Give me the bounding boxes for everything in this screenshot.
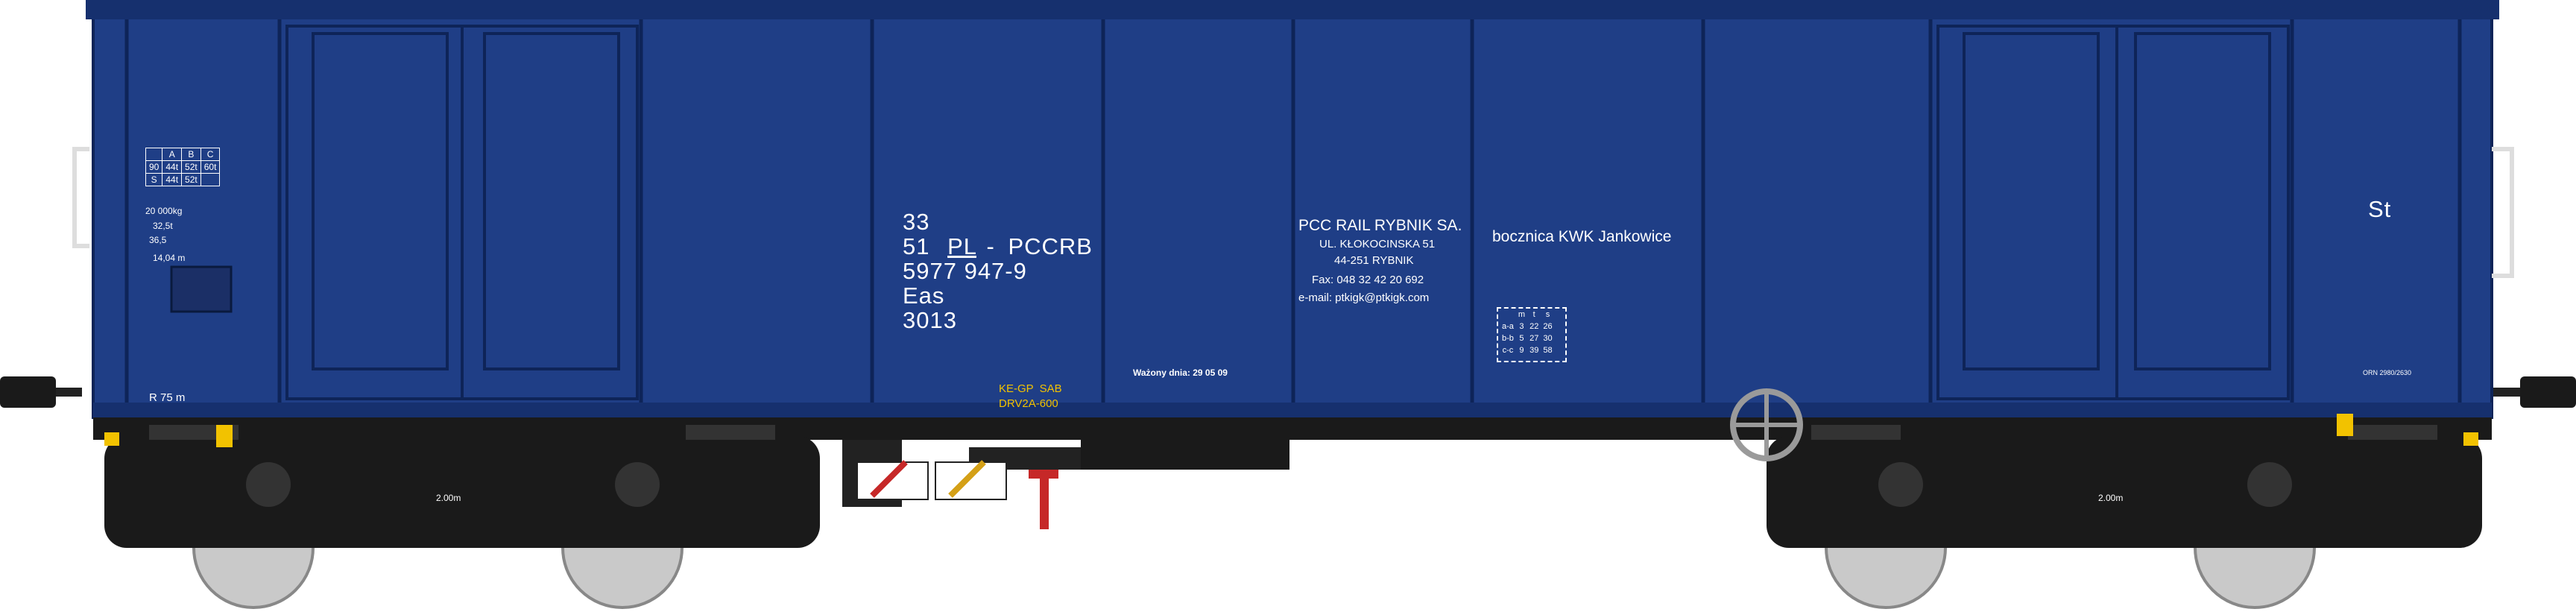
dim-cell: c-c (1502, 346, 1514, 355)
small-code: ORN 2980/2630 (2363, 369, 2412, 376)
dim-cell: 22 (1530, 322, 1539, 331)
bottom-rail (93, 403, 2492, 417)
dimension-table: m t s a-a 3 22 26 b-b 5 27 30 c-c 9 39 5… (1500, 309, 1555, 356)
reporting-mark-line4: Eas (903, 283, 945, 309)
load-table-cell: 44t (162, 160, 183, 174)
left-lifting-marker (216, 425, 233, 447)
load-table-cell: S (145, 173, 163, 186)
right-door (1936, 25, 2290, 400)
owner-fax: Fax: 048 32 42 20 692 (1312, 274, 1424, 286)
right-buffer (2520, 376, 2576, 408)
mark-separator: - (986, 233, 995, 259)
owner-name: PCC RAIL RYBNIK SA. (1298, 217, 1462, 234)
dim-cell: 39 (1530, 346, 1539, 355)
dim-cell: 58 (1543, 346, 1553, 355)
dim-cell: m (1518, 310, 1526, 319)
tare-weight: 20 000kg (145, 206, 183, 216)
keeper-code: PCCRB (1008, 233, 1093, 259)
owner-street: UL. KŁOKOCINSKA 51 (1319, 238, 1436, 250)
load-table-cell: 60t (200, 160, 221, 174)
load-table-cell (145, 148, 163, 161)
handbrake-wheel (1730, 388, 1803, 461)
curve-radius: R 75 m (149, 391, 186, 404)
left-yellow-marker (104, 432, 119, 446)
uic-code: 51 (903, 233, 930, 259)
left-buffer (0, 376, 56, 408)
load-table-cell: 44t (162, 173, 183, 186)
owner-city: 44-251 RYBNIK (1334, 254, 1414, 267)
dim-cell: t (1532, 310, 1535, 319)
left-door (285, 25, 639, 400)
country-code: PL (947, 233, 976, 259)
panel-dividers (124, 19, 2462, 403)
right-bogie-distance: 2.00m (2098, 493, 2124, 503)
load-table-cell (200, 173, 221, 186)
reporting-mark-line1: 33 (903, 209, 930, 235)
right-lifting-marker (2337, 414, 2353, 436)
right-mark: St (2368, 196, 2392, 222)
dim-cell (1500, 309, 1516, 321)
brake-regulator-code: SAB (1039, 382, 1062, 395)
dim-cell: s (1545, 310, 1550, 319)
grid-symbol (170, 265, 233, 313)
load-limit: 32,5t (153, 221, 173, 231)
top-rail (86, 0, 2499, 19)
load-table-cell: A (162, 148, 183, 161)
brake-valve: DRV2A-600 (999, 397, 1058, 410)
load-table-cell: 52t (181, 173, 201, 186)
brake-equipment (842, 417, 1513, 529)
left-handrail (72, 147, 89, 248)
right-handrail (2492, 147, 2514, 278)
dim-cell: b-b (1502, 334, 1514, 343)
left-bogie-distance: 2.00m (436, 493, 461, 503)
dimension-box (1497, 307, 1567, 362)
dim-cell: 30 (1543, 334, 1553, 343)
siding-name: bocznica KWK Jankowice (1492, 228, 1672, 245)
speed-mark: 36,5 (149, 235, 167, 245)
dim-cell: a-a (1502, 322, 1514, 331)
load-table-cell: 90 (145, 160, 163, 174)
reporting-mark-line3: 5977 947-9 (903, 258, 1027, 284)
right-yellow-marker (2463, 432, 2478, 446)
dim-cell: 26 (1543, 322, 1553, 331)
dim-cell: 5 (1519, 334, 1524, 343)
left-bogie (104, 425, 820, 609)
right-bogie (1767, 425, 2482, 609)
dim-cell: 3 (1519, 322, 1524, 331)
reporting-mark-line5: 3013 (903, 307, 957, 333)
weighed-date: Ważony dnia: 29 05 09 (1133, 367, 1228, 378)
dim-cell: 27 (1530, 334, 1539, 343)
brake-type-code: KE-GP (999, 382, 1034, 395)
owner-email: e-mail: ptkigk@ptkigk.com (1298, 291, 1430, 304)
load-table-cell: 52t (181, 160, 201, 174)
load-limit-table: A B C 90 44t 52t 60t S 44t 52t (145, 148, 221, 186)
reporting-mark-line2: 51 PL - PCCRB (903, 235, 1093, 258)
brake-type: KE-GP SAB (999, 383, 1062, 394)
load-table-cell: B (181, 148, 201, 161)
dim-cell: 9 (1519, 346, 1524, 355)
wagon-length: 14,04 m (153, 253, 186, 263)
load-table-cell: C (200, 148, 221, 161)
